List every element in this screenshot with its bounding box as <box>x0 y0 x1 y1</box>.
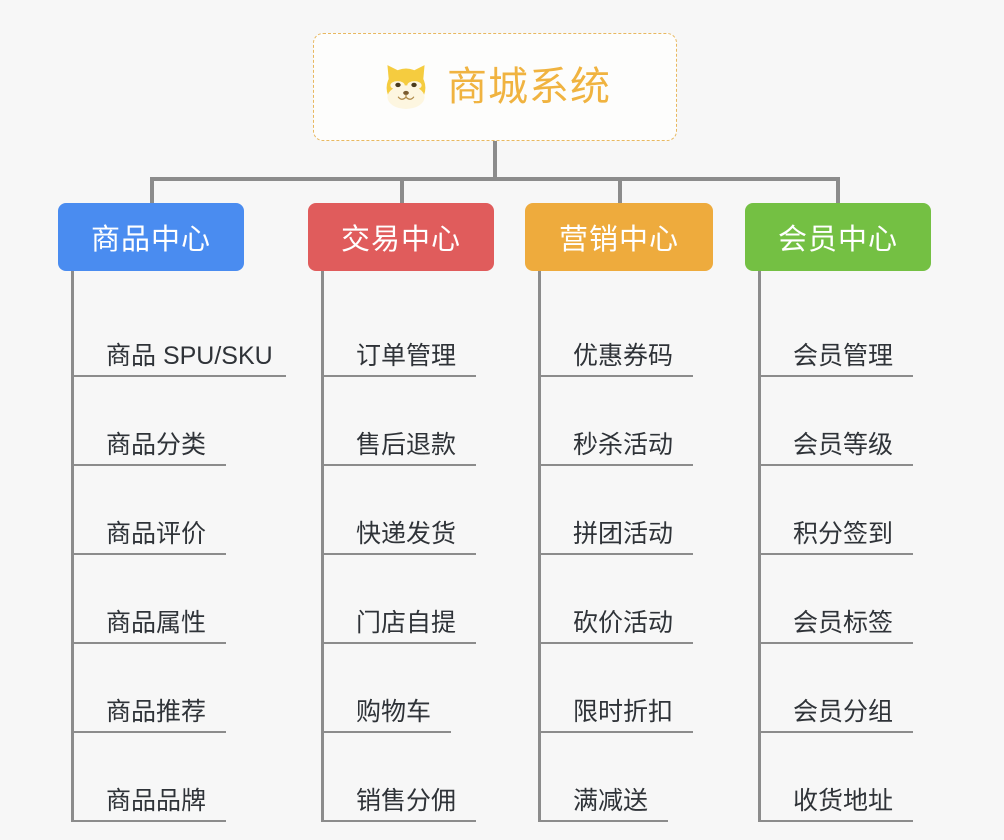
category-label: 交易中心 <box>340 224 461 256</box>
list-item-label: 售后退款 <box>356 430 457 459</box>
category-box-product-center[interactable]: 商品中心 <box>58 203 244 271</box>
list-item[interactable]: 售后退款 <box>324 377 476 466</box>
root-node[interactable]: 商城系统 <box>313 33 677 141</box>
list-item[interactable]: 购物车 <box>324 644 451 733</box>
list-item-label: 拼团活动 <box>573 519 674 548</box>
list-item[interactable]: 门店自提 <box>324 555 476 644</box>
list-item[interactable]: 收货地址 <box>761 733 913 822</box>
list-item[interactable]: 拼团活动 <box>541 466 693 555</box>
leaf-list-trade-center: 订单管理 售后退款 快递发货 门店自提 购物车 销售分佣 <box>321 271 536 822</box>
list-item[interactable]: 会员标签 <box>761 555 913 644</box>
list-item-label: 秒杀活动 <box>573 430 674 459</box>
list-item[interactable]: 商品品牌 <box>74 733 226 822</box>
list-item[interactable]: 商品分类 <box>74 377 226 466</box>
leaf-list-marketing-center: 优惠券码 秒杀活动 拼团活动 砍价活动 限时折扣 满减送 <box>538 271 753 822</box>
list-item-label: 商品评价 <box>106 519 207 548</box>
category-box-marketing-center[interactable]: 营销中心 <box>525 203 713 271</box>
list-item[interactable]: 销售分佣 <box>324 733 476 822</box>
list-item[interactable]: 限时折扣 <box>541 644 693 733</box>
list-item[interactable]: 优惠券码 <box>541 288 693 377</box>
list-item-label: 优惠券码 <box>573 341 674 370</box>
list-item-label: 订单管理 <box>356 341 457 370</box>
list-item[interactable]: 砍价活动 <box>541 555 693 644</box>
list-item-label: 门店自提 <box>356 608 457 637</box>
list-item-label: 商品 SPU/SKU <box>106 341 273 370</box>
list-item-label: 积分签到 <box>793 519 894 548</box>
list-item[interactable]: 会员管理 <box>761 288 913 377</box>
list-item[interactable]: 会员等级 <box>761 377 913 466</box>
list-item[interactable]: 快递发货 <box>324 466 476 555</box>
list-item[interactable]: 商品评价 <box>74 466 226 555</box>
category-label: 营销中心 <box>558 224 679 256</box>
list-item-label: 砍价活动 <box>573 608 674 637</box>
list-item[interactable]: 订单管理 <box>324 288 476 377</box>
list-item-label: 会员分组 <box>793 697 894 726</box>
list-item-label: 销售分佣 <box>356 786 457 815</box>
category-label: 会员中心 <box>777 224 898 256</box>
list-item-label: 满减送 <box>573 786 649 815</box>
category-label: 商品中心 <box>90 224 211 256</box>
branch-column-product-center: 商品中心 商品 SPU/SKU 商品分类 商品评价 商品属性 商品推荐 商品品牌 <box>58 203 286 822</box>
leaf-list-product-center: 商品 SPU/SKU 商品分类 商品评价 商品属性 商品推荐 商品品牌 <box>71 271 286 822</box>
connector-branch-4 <box>836 177 840 205</box>
list-item-label: 收货地址 <box>793 786 894 815</box>
list-item-label: 会员等级 <box>793 430 894 459</box>
branch-column-member-center: 会员中心 会员管理 会员等级 积分签到 会员标签 会员分组 收货地址 <box>745 203 973 822</box>
page-title: 商城系统 <box>447 65 611 109</box>
list-item[interactable]: 满减送 <box>541 733 668 822</box>
list-item[interactable]: 会员分组 <box>761 644 913 733</box>
list-item-label: 商品分类 <box>106 430 207 459</box>
connector-branch-1 <box>150 177 154 205</box>
category-box-member-center[interactable]: 会员中心 <box>745 203 931 271</box>
category-box-trade-center[interactable]: 交易中心 <box>308 203 494 271</box>
list-item[interactable]: 秒杀活动 <box>541 377 693 466</box>
list-item-label: 快递发货 <box>356 519 457 548</box>
list-item-label: 会员管理 <box>793 341 894 370</box>
connector-branch-2 <box>400 177 404 205</box>
connector-bus <box>150 177 838 181</box>
list-item[interactable]: 商品推荐 <box>74 644 226 733</box>
list-item-label: 商品品牌 <box>106 786 207 815</box>
connector-branch-3 <box>618 177 622 205</box>
leaf-list-member-center: 会员管理 会员等级 积分签到 会员标签 会员分组 收货地址 <box>758 271 973 822</box>
list-item[interactable]: 积分签到 <box>761 466 913 555</box>
list-item-label: 购物车 <box>356 697 432 726</box>
list-item[interactable]: 商品 SPU/SKU <box>74 288 286 377</box>
branch-column-marketing-center: 营销中心 优惠券码 秒杀活动 拼团活动 砍价活动 限时折扣 满减送 <box>525 203 753 822</box>
list-item-label: 商品属性 <box>106 608 207 637</box>
shiba-dog-face-icon <box>386 65 426 109</box>
list-item-label: 商品推荐 <box>106 697 207 726</box>
branch-column-trade-center: 交易中心 订单管理 售后退款 快递发货 门店自提 购物车 销售分佣 <box>308 203 536 822</box>
list-item[interactable]: 商品属性 <box>74 555 226 644</box>
list-item-label: 限时折扣 <box>573 697 674 726</box>
list-item-label: 会员标签 <box>793 608 894 637</box>
connector-root-stem <box>493 141 497 179</box>
